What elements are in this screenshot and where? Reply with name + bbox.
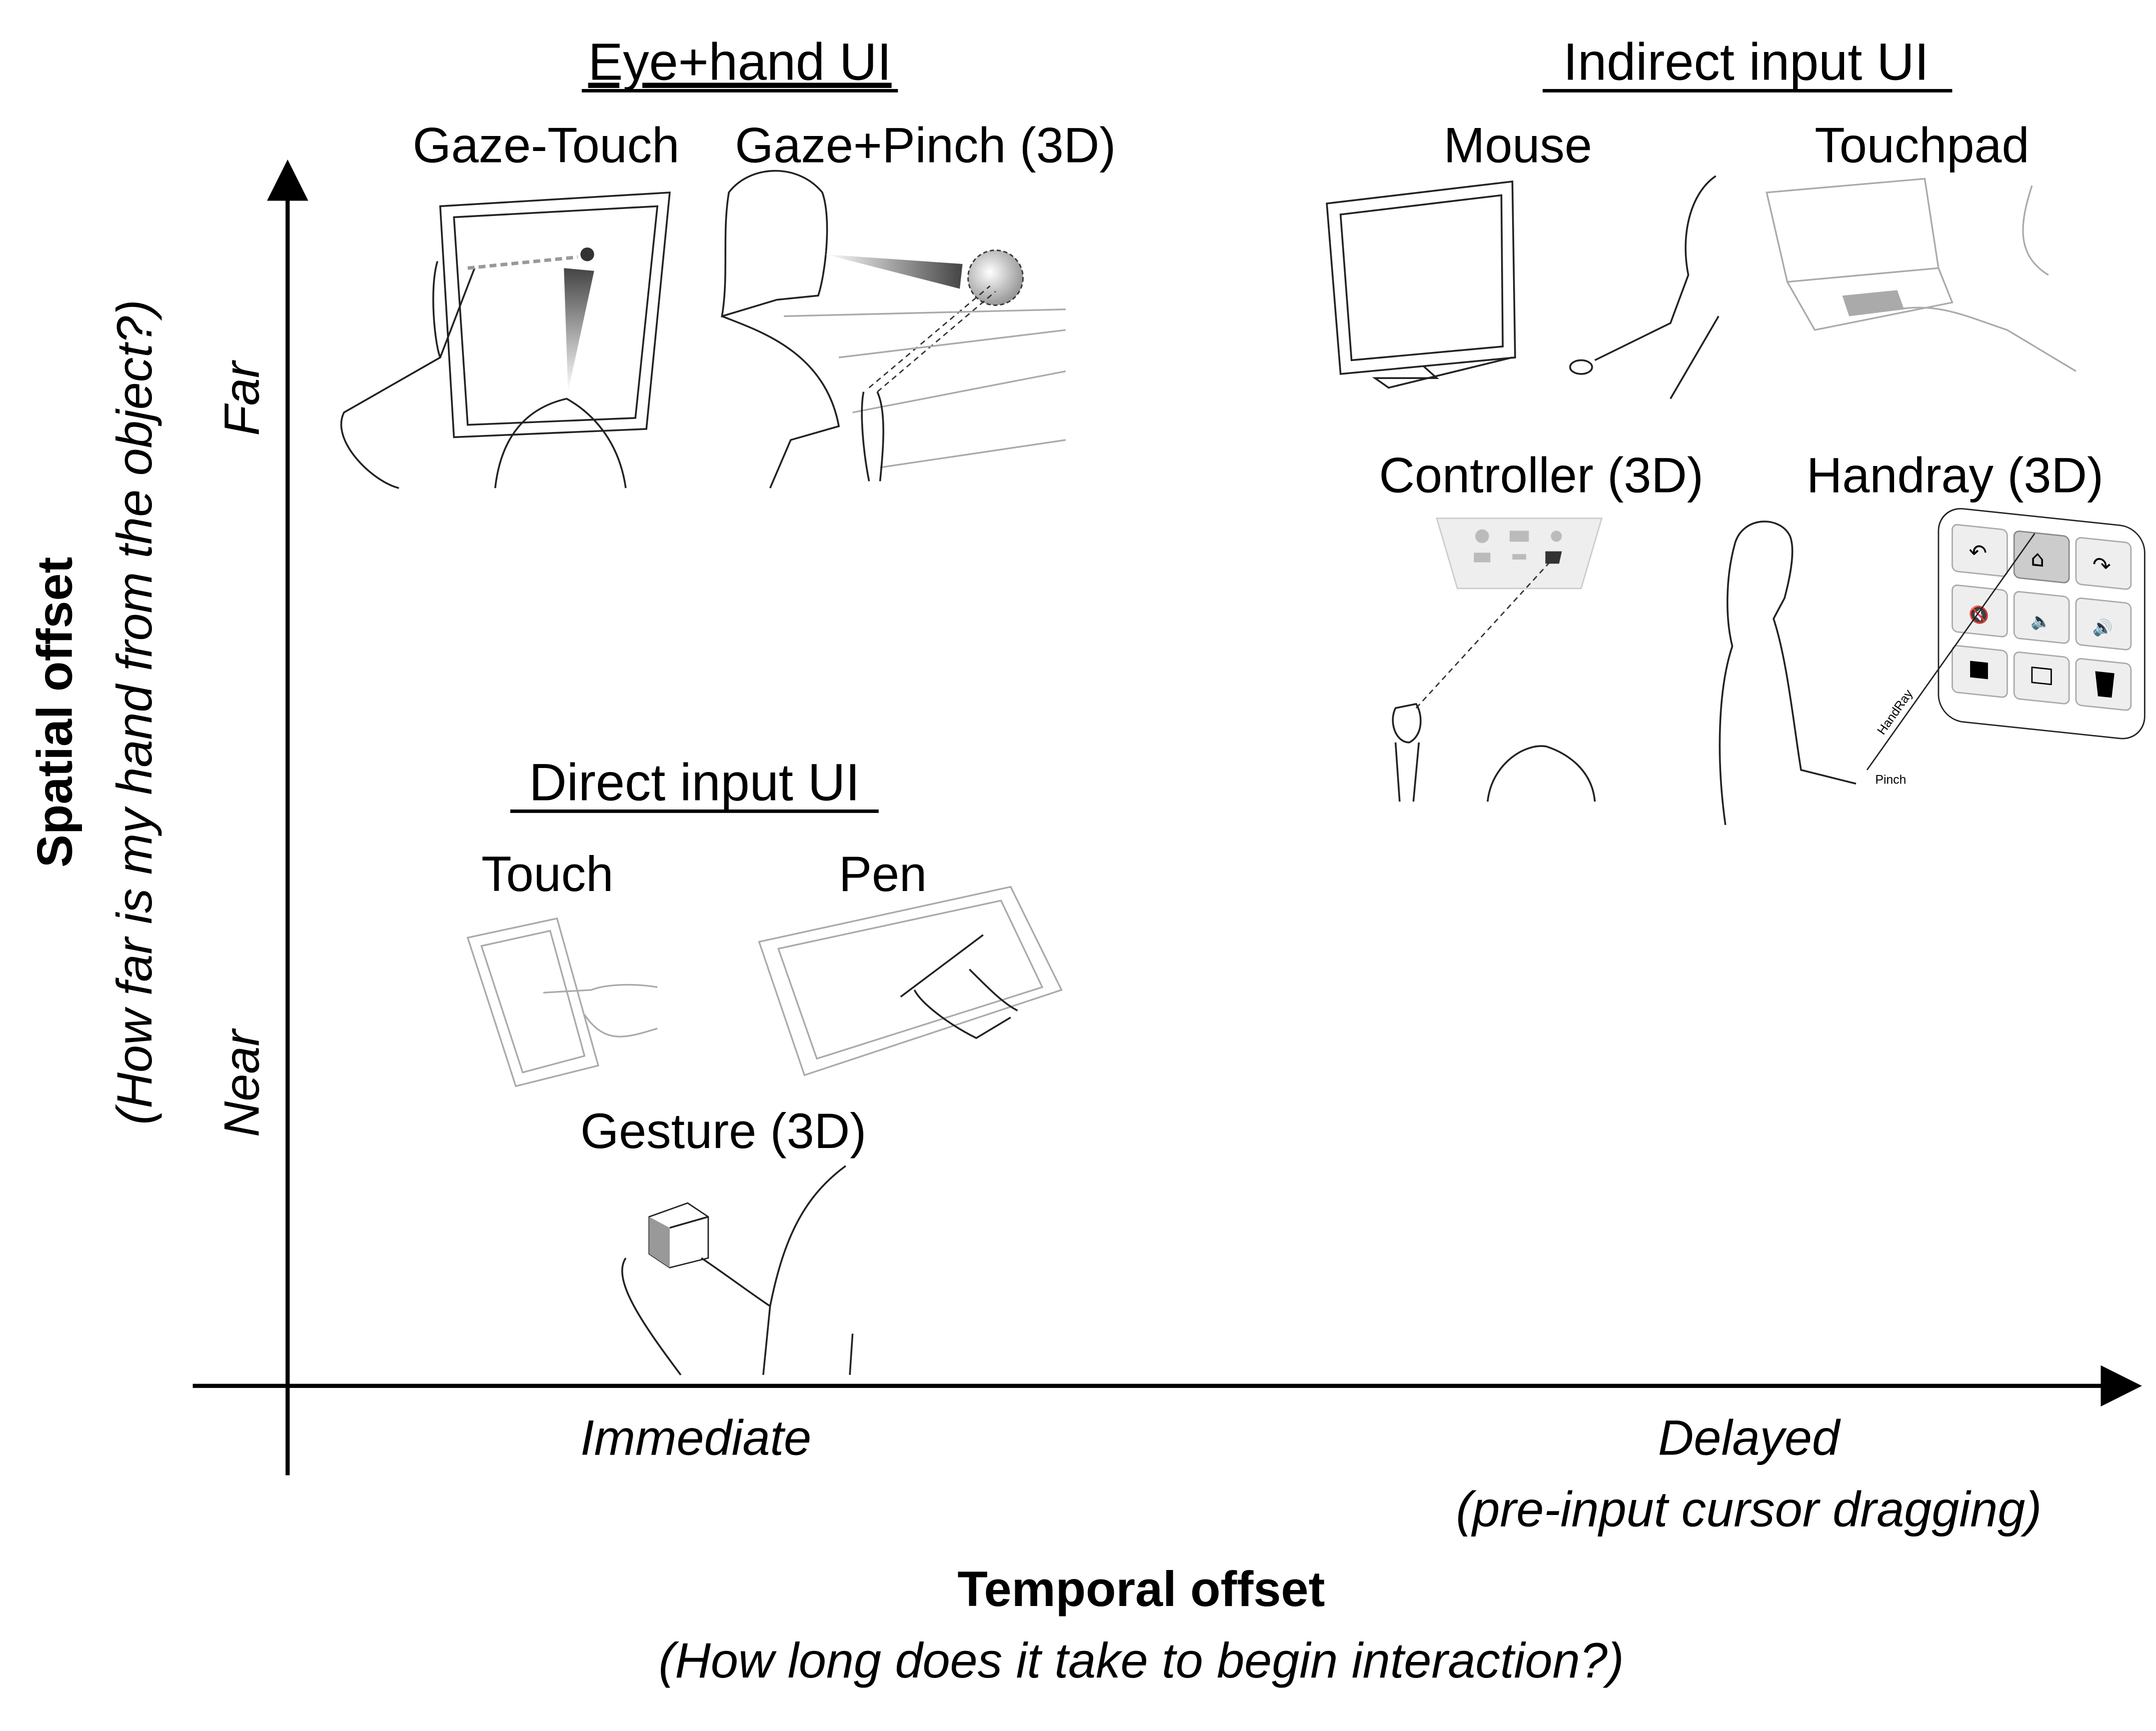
x-axis-subtitle: (How long does it take to begin interact… <box>658 1632 1624 1688</box>
pen-illustration <box>758 886 1063 1076</box>
y-axis-title: Spatial offset <box>27 557 82 868</box>
handray-pinch-label: Pinch <box>1875 773 1906 786</box>
camera-icon <box>1970 660 1988 680</box>
label-handray: Handray (3D) <box>1807 447 2104 502</box>
y-axis-far-label: Far <box>214 360 269 436</box>
mouse-illustration <box>1326 175 1720 400</box>
x-axis-title: Temporal offset <box>957 1561 1325 1616</box>
x-axis-delayed-label: Delayed <box>1658 1410 1841 1465</box>
label-touchpad: Touchpad <box>1815 117 2029 172</box>
recycle-bin-icon <box>2095 671 2115 698</box>
x-axis-immediate-label: Immediate <box>580 1410 811 1465</box>
label-mouse: Mouse <box>1444 117 1592 172</box>
gesture-illustration <box>621 1165 854 1376</box>
label-gesture: Gesture (3D) <box>580 1103 866 1158</box>
gaze-touch-illustration <box>340 192 671 489</box>
label-gaze-touch: Gaze-Touch <box>412 117 679 172</box>
gaze-pinch-illustration <box>721 170 1066 488</box>
x-axis-delayed-note: (pre-input cursor dragging) <box>1456 1481 2042 1536</box>
touch-illustration <box>466 917 658 1088</box>
mail-icon <box>2031 666 2052 686</box>
direct-input-ui-title: Direct input UI <box>529 753 860 812</box>
controller-illustration <box>1392 518 1603 802</box>
redo-icon: ↷ <box>2093 552 2111 580</box>
handray-button-grid: ↶ ⌂ ↷ 🔇 🔈 🔊 <box>1951 524 2132 711</box>
y-axis-near-label: Near <box>214 1028 269 1138</box>
volume-high-icon: 🔊 <box>2093 616 2113 639</box>
eye-hand-ui-title: Eye+hand UI <box>588 32 892 91</box>
label-pen: Pen <box>839 846 927 902</box>
label-gaze-pinch: Gaze+Pinch (3D) <box>735 117 1116 172</box>
volume-low-icon: 🔈 <box>2031 610 2051 632</box>
label-touch: Touch <box>481 846 613 902</box>
home-icon: ⌂ <box>2031 546 2045 572</box>
indirect-input-ui-title: Indirect input UI <box>1563 32 1929 91</box>
touchpad-illustration <box>1766 178 2077 372</box>
handray-illustration: ↶ ⌂ ↷ 🔇 🔈 🔊 HandRay Pinch <box>1719 508 2146 826</box>
undo-icon: ↶ <box>1969 539 1987 566</box>
label-controller: Controller (3D) <box>1379 447 1704 502</box>
y-axis-subtitle: (How far is my hand from the object?) <box>106 300 162 1124</box>
